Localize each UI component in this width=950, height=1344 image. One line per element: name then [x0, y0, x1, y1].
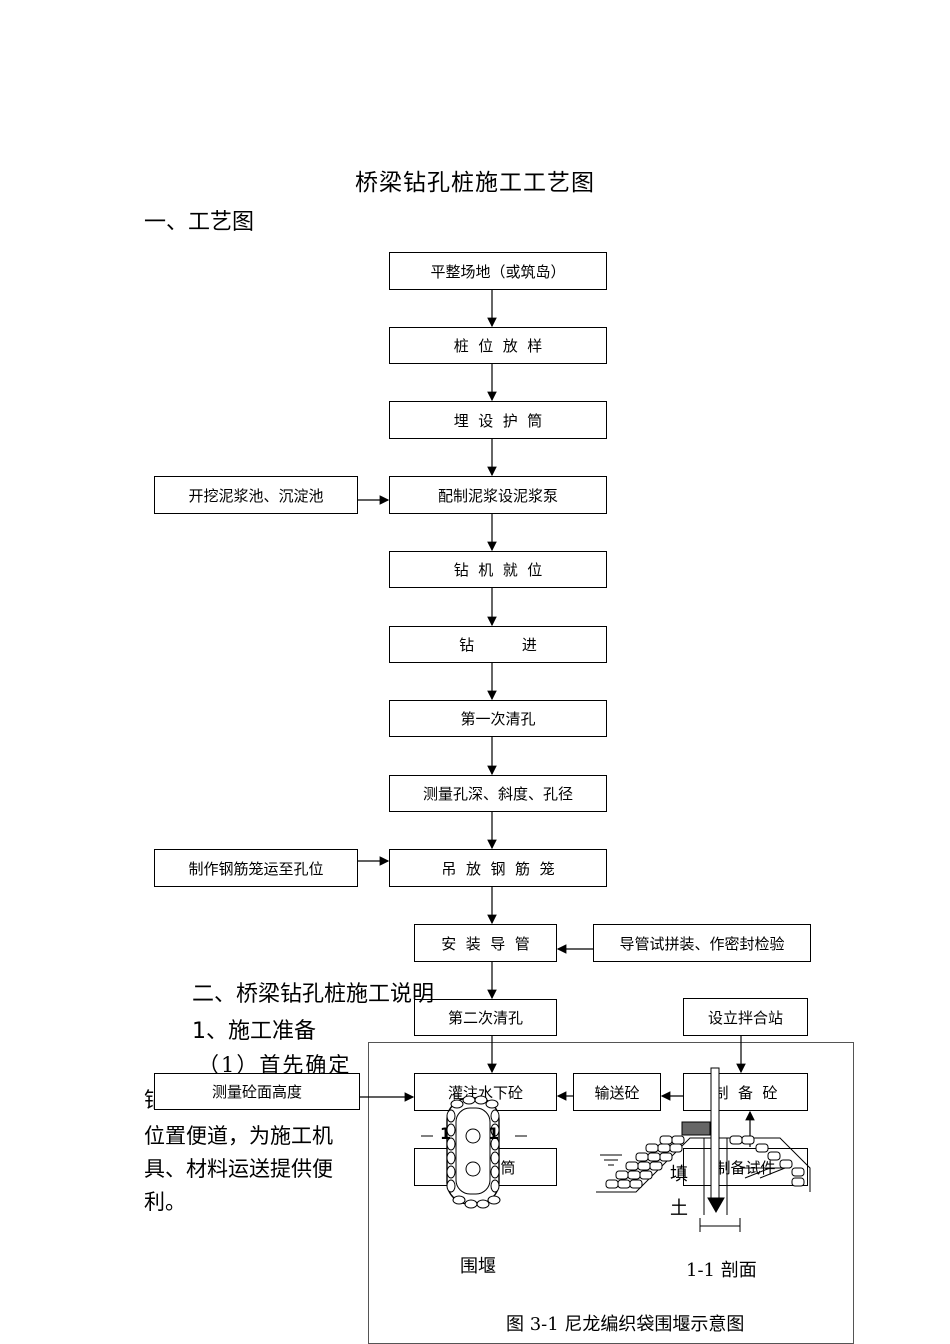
section-heading-2: 二、桥梁钻孔桩施工说明: [192, 982, 435, 1007]
section-mark-right: 1: [488, 1124, 500, 1143]
flow-step-5: 钻 机 就 位: [389, 551, 607, 588]
flow-step-11: 第二次清孔: [414, 999, 557, 1036]
figure-label-section: 1-1 剖面: [686, 1260, 757, 1281]
section-mark-left: 1: [440, 1124, 452, 1143]
flow-side-mix-station: 设立拌合站: [683, 998, 808, 1036]
flow-side-cage: 制作钢筋笼运至孔位: [154, 849, 358, 887]
para-line-3: 位置便道，为施工机: [144, 1124, 333, 1148]
flow-step-3: 埋 设 护 筒: [389, 401, 607, 439]
cofferdam-section-drawing: [596, 1067, 811, 1232]
flow-side-measure: 测量砼面高度: [154, 1073, 360, 1110]
fill-label: 填: [670, 1164, 688, 1185]
flow-step-7: 第一次清孔: [389, 700, 607, 737]
flow-step-6: 钻 进: [389, 626, 607, 663]
flow-step-9: 吊 放 钢 筋 笼: [389, 849, 607, 887]
flow-side-mud-pit: 开挖泥浆池、沉淀池: [154, 476, 358, 514]
flow-step-8: 测量孔深、斜度、孔径: [389, 775, 607, 812]
cofferdam-plan-drawing: [421, 1095, 527, 1209]
figure-label-cofferdam: 围堰: [460, 1256, 496, 1277]
para-line-5: 利。: [144, 1190, 186, 1214]
soil-label: 土: [670, 1198, 688, 1219]
flow-step-2: 桩 位 放 样: [389, 327, 607, 364]
flow-side-pipe-test: 导管试拼装、作密封检验: [593, 924, 811, 962]
flow-step-4: 配制泥浆设泥浆泵: [389, 476, 607, 514]
flow-side-convey: 输送砼: [573, 1073, 661, 1111]
flow-step-10: 安 装 导 管: [414, 924, 557, 962]
section-heading-1: 一、工艺图: [144, 210, 255, 235]
flow-step-1: 平整场地（或筑岛）: [389, 252, 607, 290]
section-subheading: 1、施工准备: [192, 1019, 316, 1044]
figure-caption: 图 3-1 尼龙编织袋围堰示意图: [506, 1314, 745, 1335]
para-line-4: 具、材料运送提供便: [144, 1157, 333, 1181]
page-title: 桥梁钻孔桩施工工艺图: [355, 170, 595, 196]
flow-side-prepare: 制 备 砼: [683, 1073, 808, 1111]
